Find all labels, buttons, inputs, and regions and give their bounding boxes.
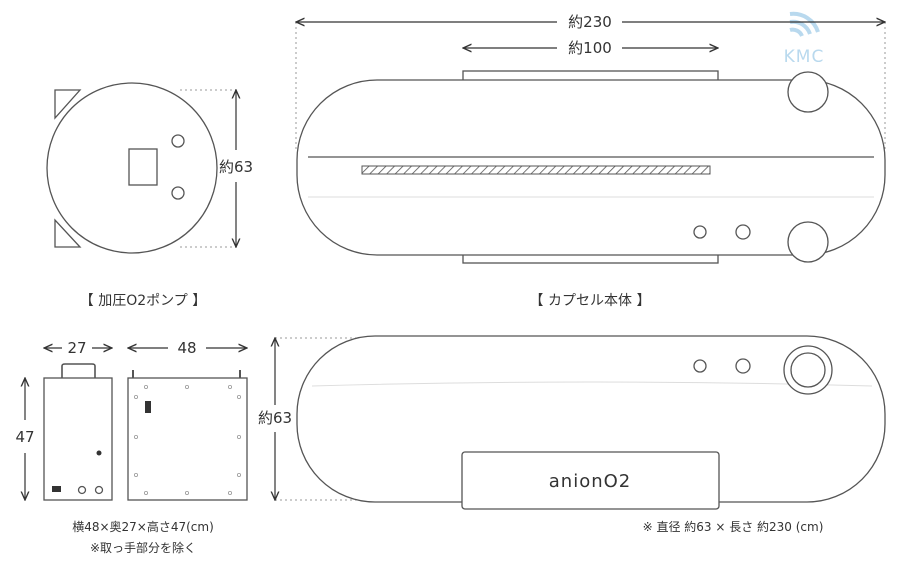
side-porthole-inner bbox=[790, 352, 826, 388]
pump-back-body bbox=[127, 377, 248, 501]
pump-handle bbox=[61, 363, 96, 378]
pump-power-switch bbox=[52, 486, 61, 492]
pump-indicator bbox=[96, 450, 102, 456]
end-valve-bottom bbox=[171, 186, 185, 200]
top-porthole bbox=[787, 71, 829, 113]
side-height-label: 約63 bbox=[258, 409, 292, 427]
pump-port-right bbox=[94, 485, 104, 495]
pump-front-view: 27 47 bbox=[15, 339, 112, 500]
pump-height-label: 47 bbox=[15, 428, 34, 446]
pump-dimensions-note: 横48×奥27×高さ47(cm) bbox=[72, 519, 214, 534]
pump-port-left bbox=[77, 485, 87, 495]
pump-back-label-plate bbox=[145, 401, 151, 413]
pump-front-body bbox=[43, 377, 113, 501]
capsule-top-view: 約230 約100 bbox=[296, 13, 885, 264]
pump-handle-note: ※取っ手部分を除く bbox=[90, 540, 196, 555]
overall-length-label: 約230 bbox=[568, 13, 612, 31]
logo-text: KMC bbox=[784, 47, 825, 67]
brand-label: anionO2 bbox=[549, 471, 631, 492]
wifi-signal-icon bbox=[789, 11, 820, 37]
valve-large bbox=[735, 224, 751, 240]
capsule-zipper bbox=[361, 165, 711, 175]
pump-front-width-label: 27 bbox=[67, 339, 86, 357]
capsule-dimensions-note: ※ 直径 約63 × 長さ 約230 (cm) bbox=[643, 519, 824, 534]
window-length-label: 約100 bbox=[568, 39, 612, 57]
side-valve-small bbox=[693, 359, 707, 373]
pump-back-view: 48 bbox=[127, 339, 248, 501]
end-panel bbox=[128, 148, 158, 186]
pump-back-screws bbox=[133, 384, 241, 495]
pump-caption: 【 加圧O2ポンプ 】 bbox=[80, 293, 206, 309]
capsule-side-view: 約63 anionO2 bbox=[258, 335, 886, 510]
valve-small bbox=[693, 225, 707, 239]
capsule-brand-plate bbox=[461, 451, 720, 510]
side-valve-large bbox=[735, 358, 751, 374]
capsule-end-view: 約63 bbox=[46, 82, 253, 254]
pump-back-width-label: 48 bbox=[177, 339, 196, 357]
capsule-caption: 【 カプセル本体 】 bbox=[530, 293, 651, 309]
end-corner-top-left bbox=[54, 89, 82, 120]
end-height-label: 約63 bbox=[219, 158, 253, 176]
end-valve-top bbox=[171, 134, 185, 148]
bottom-porthole bbox=[787, 221, 829, 263]
end-corner-bottom-left bbox=[54, 218, 82, 248]
